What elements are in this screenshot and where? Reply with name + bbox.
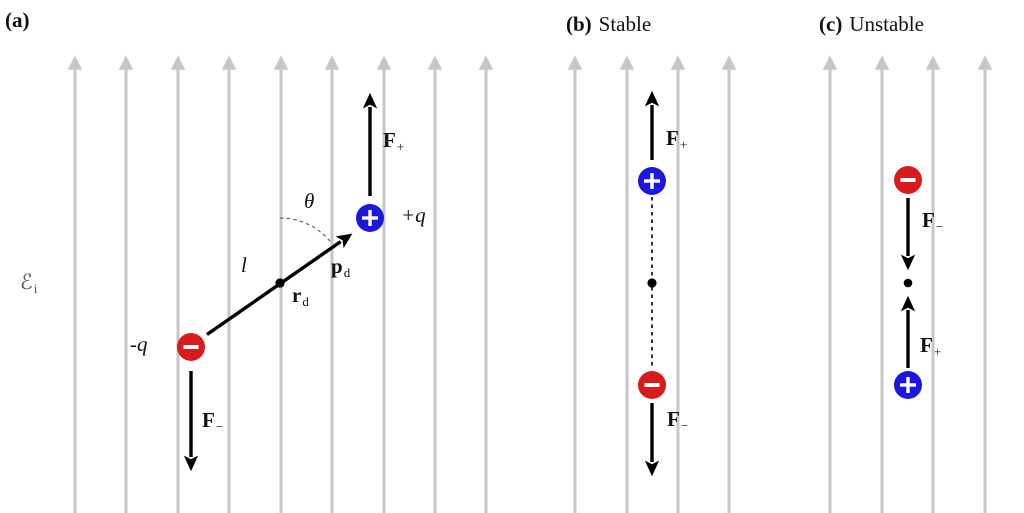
panel-a-label: (a): [5, 8, 30, 32]
panel-b-label: (b): [566, 12, 592, 36]
field-symbol: ℰ: [20, 270, 33, 294]
negative-charge-c: [894, 166, 922, 194]
panel-c-diagram: [894, 166, 922, 399]
dipole-center-dot: [647, 278, 657, 288]
field-strength-label: ℰi: [20, 270, 38, 296]
panel-b-title: (b)Stable: [566, 13, 651, 35]
positive-charge-c: [894, 371, 922, 399]
dipole-moment-label: pd: [331, 254, 351, 280]
panel-c-title: (c)Unstable: [819, 13, 924, 35]
position-vector-label: rd: [292, 283, 309, 309]
negative-charge-b: [638, 371, 666, 399]
positive-charge-b: [638, 167, 666, 195]
force-minus-label-c: F−: [922, 208, 944, 234]
negative-charge-label: -q: [130, 332, 148, 356]
panel-b-diagram: [638, 90, 666, 477]
force-plus-label-a: F+: [383, 128, 405, 154]
panel-c-title-text: Unstable: [849, 12, 924, 36]
field-subscript: i: [33, 281, 38, 296]
panel-c-label: (c): [819, 12, 843, 36]
dipole-moment-arrow: [206, 233, 353, 336]
panel-a-diagram: [177, 92, 384, 472]
force-minus-label-b: F−: [667, 407, 689, 433]
positive-charge-a: [356, 204, 384, 232]
negative-charge-a: [177, 333, 205, 361]
panel-b-title-text: Stable: [598, 12, 652, 36]
theta-angle-label: θ: [304, 189, 315, 213]
angle-arc: [279, 217, 331, 243]
field-lines-group: [67, 55, 993, 513]
dipole-length-label: l: [241, 253, 247, 277]
force-plus-label-c: F+: [920, 333, 942, 359]
force-plus-label-b: F+: [666, 126, 688, 152]
positive-charge-label: +q: [401, 203, 426, 227]
dipole-center-dot: [903, 278, 913, 288]
force-minus-label-a: F−: [202, 408, 224, 434]
dipole-center-dot: [275, 278, 285, 288]
